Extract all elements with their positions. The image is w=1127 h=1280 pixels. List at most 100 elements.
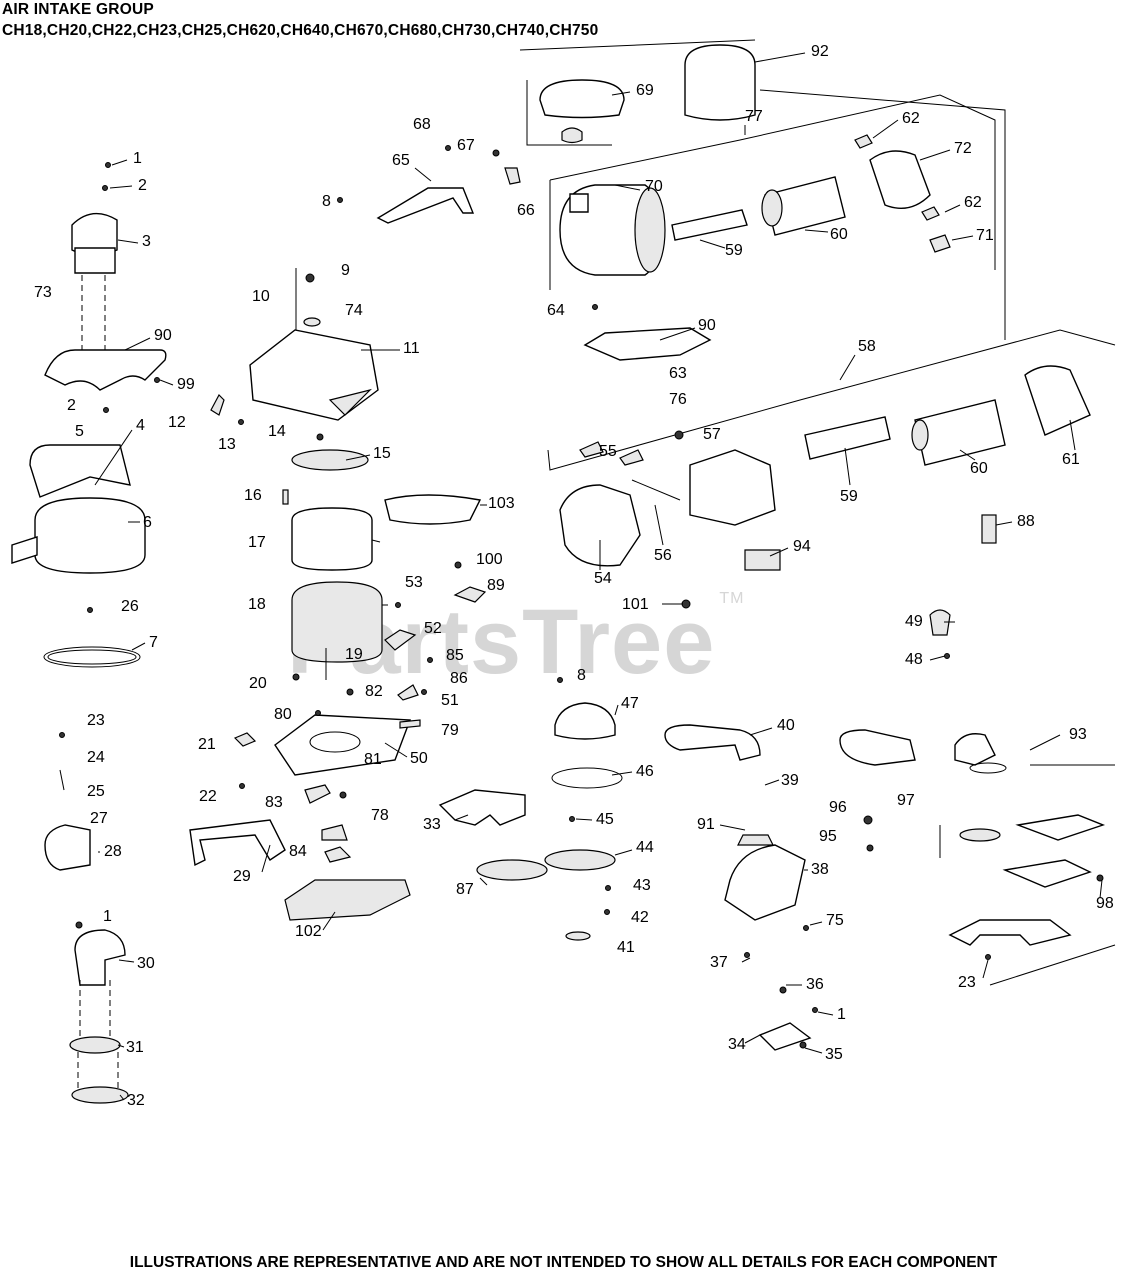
callout-label: 67 <box>457 137 475 154</box>
callout-label: 8 <box>577 667 586 684</box>
trademark-mark: TM <box>719 590 745 607</box>
callout-label: 56 <box>654 547 672 564</box>
callout-label: 68 <box>413 116 431 133</box>
callout-label: 60 <box>830 226 848 243</box>
callout-label: 50 <box>410 750 428 767</box>
callout-label: 38 <box>811 861 829 878</box>
top-center-parts <box>376 79 625 224</box>
callout-label: 22 <box>199 788 217 805</box>
callout-label: 16 <box>244 487 262 504</box>
callout-label: 60 <box>970 460 988 477</box>
callout-label: 2 <box>67 397 76 414</box>
callout-label: 49 <box>905 613 923 630</box>
callout-label: 19 <box>345 646 363 663</box>
callout-label: 77 <box>745 108 763 125</box>
callout-label: 59 <box>840 488 858 505</box>
callout-label: 69 <box>636 82 654 99</box>
callout-label: 54 <box>594 570 612 587</box>
left-column-parts <box>11 212 167 1104</box>
callout-label: 7 <box>149 634 158 651</box>
callout-label: 28 <box>104 843 122 860</box>
callout-label: 97 <box>897 792 915 809</box>
callout-label: 88 <box>1017 513 1035 530</box>
callout-label: 83 <box>265 794 283 811</box>
callout-label: 21 <box>198 736 216 753</box>
callout-label: 62 <box>964 194 982 211</box>
callout-label: 82 <box>365 683 383 700</box>
callout-label: 47 <box>621 695 639 712</box>
callout-label: 29 <box>233 868 251 885</box>
diagram-title: AIR INTAKE GROUP <box>2 1 154 18</box>
callout-label: 66 <box>517 202 535 219</box>
callout-label: 35 <box>825 1046 843 1063</box>
callout-label: 75 <box>826 912 844 929</box>
model-list: CH18,CH20,CH22,CH23,CH25,CH620,CH640,CH6… <box>2 22 599 39</box>
callout-label: 4 <box>136 417 145 434</box>
callout-label: 37 <box>710 954 728 971</box>
callout-label: 62 <box>902 110 920 127</box>
callout-label: 52 <box>424 620 442 637</box>
right-lower-parts <box>839 729 1106 946</box>
callout-label: 80 <box>274 706 292 723</box>
callout-label: 3 <box>142 233 151 250</box>
callout-label: 6 <box>143 514 152 531</box>
callout-label: 20 <box>249 675 267 692</box>
callout-label: 17 <box>248 534 266 551</box>
callout-label: 90 <box>154 327 172 344</box>
callout-label: 72 <box>954 140 972 157</box>
callout-label: 103 <box>488 495 515 512</box>
callout-label: 24 <box>87 749 105 766</box>
callout-label: 61 <box>1062 451 1080 468</box>
leader-lines <box>94 52 1103 1101</box>
callout-label: 31 <box>126 1039 144 1056</box>
callout-label: 42 <box>631 909 649 926</box>
disclaimer-footer: ILLUSTRATIONS ARE REPRESENTATIVE AND ARE… <box>129 1254 998 1271</box>
lower-center-parts <box>438 702 812 1051</box>
callout-label: 59 <box>725 242 743 259</box>
callout-label: 45 <box>596 811 614 828</box>
top-right-parts <box>559 44 931 361</box>
callout-label: 81 <box>364 751 382 768</box>
callout-label: 89 <box>487 577 505 594</box>
callout-label: 93 <box>1069 726 1087 743</box>
callout-label: 27 <box>90 810 108 827</box>
callout-label: 1 <box>103 908 112 925</box>
callout-label: 63 <box>669 365 687 382</box>
callout-label: 96 <box>829 799 847 816</box>
callout-label: 15 <box>373 445 391 462</box>
callout-label: 48 <box>905 651 923 668</box>
callout-label: 79 <box>441 722 459 739</box>
callout-label: 57 <box>703 426 721 443</box>
center-left-parts <box>189 329 482 921</box>
callout-label: 10 <box>252 288 270 305</box>
callout-label: 1 <box>133 150 142 167</box>
callout-label: 55 <box>599 443 617 460</box>
callout-label: 94 <box>793 538 811 555</box>
callout-label: 41 <box>617 939 635 956</box>
callout-label: 86 <box>450 670 468 687</box>
callout-label: 36 <box>806 976 824 993</box>
callout-label: 90 <box>698 317 716 334</box>
callout-label: 65 <box>392 152 410 169</box>
callout-label: 53 <box>405 574 423 591</box>
callout-label: 101 <box>622 596 649 613</box>
callout-label: 92 <box>811 43 829 60</box>
callout-label: 12 <box>168 414 186 431</box>
callout-label: 44 <box>636 839 654 856</box>
callout-label: 8 <box>322 193 331 210</box>
callout-label: 5 <box>75 423 84 440</box>
callout-label: 64 <box>547 302 565 319</box>
callout-label: 30 <box>137 955 155 972</box>
callout-label: 58 <box>858 338 876 355</box>
callout-label: 13 <box>218 436 236 453</box>
callout-label: 26 <box>121 598 139 615</box>
callout-label: 98 <box>1096 895 1114 912</box>
callout-label: 71 <box>976 227 994 244</box>
callout-label: 99 <box>177 376 195 393</box>
callout-label: 18 <box>248 596 266 613</box>
right-middle-parts <box>559 365 1091 571</box>
callout-label: 25 <box>87 783 105 800</box>
callout-label: 14 <box>268 423 286 440</box>
callout-label: 70 <box>645 178 663 195</box>
